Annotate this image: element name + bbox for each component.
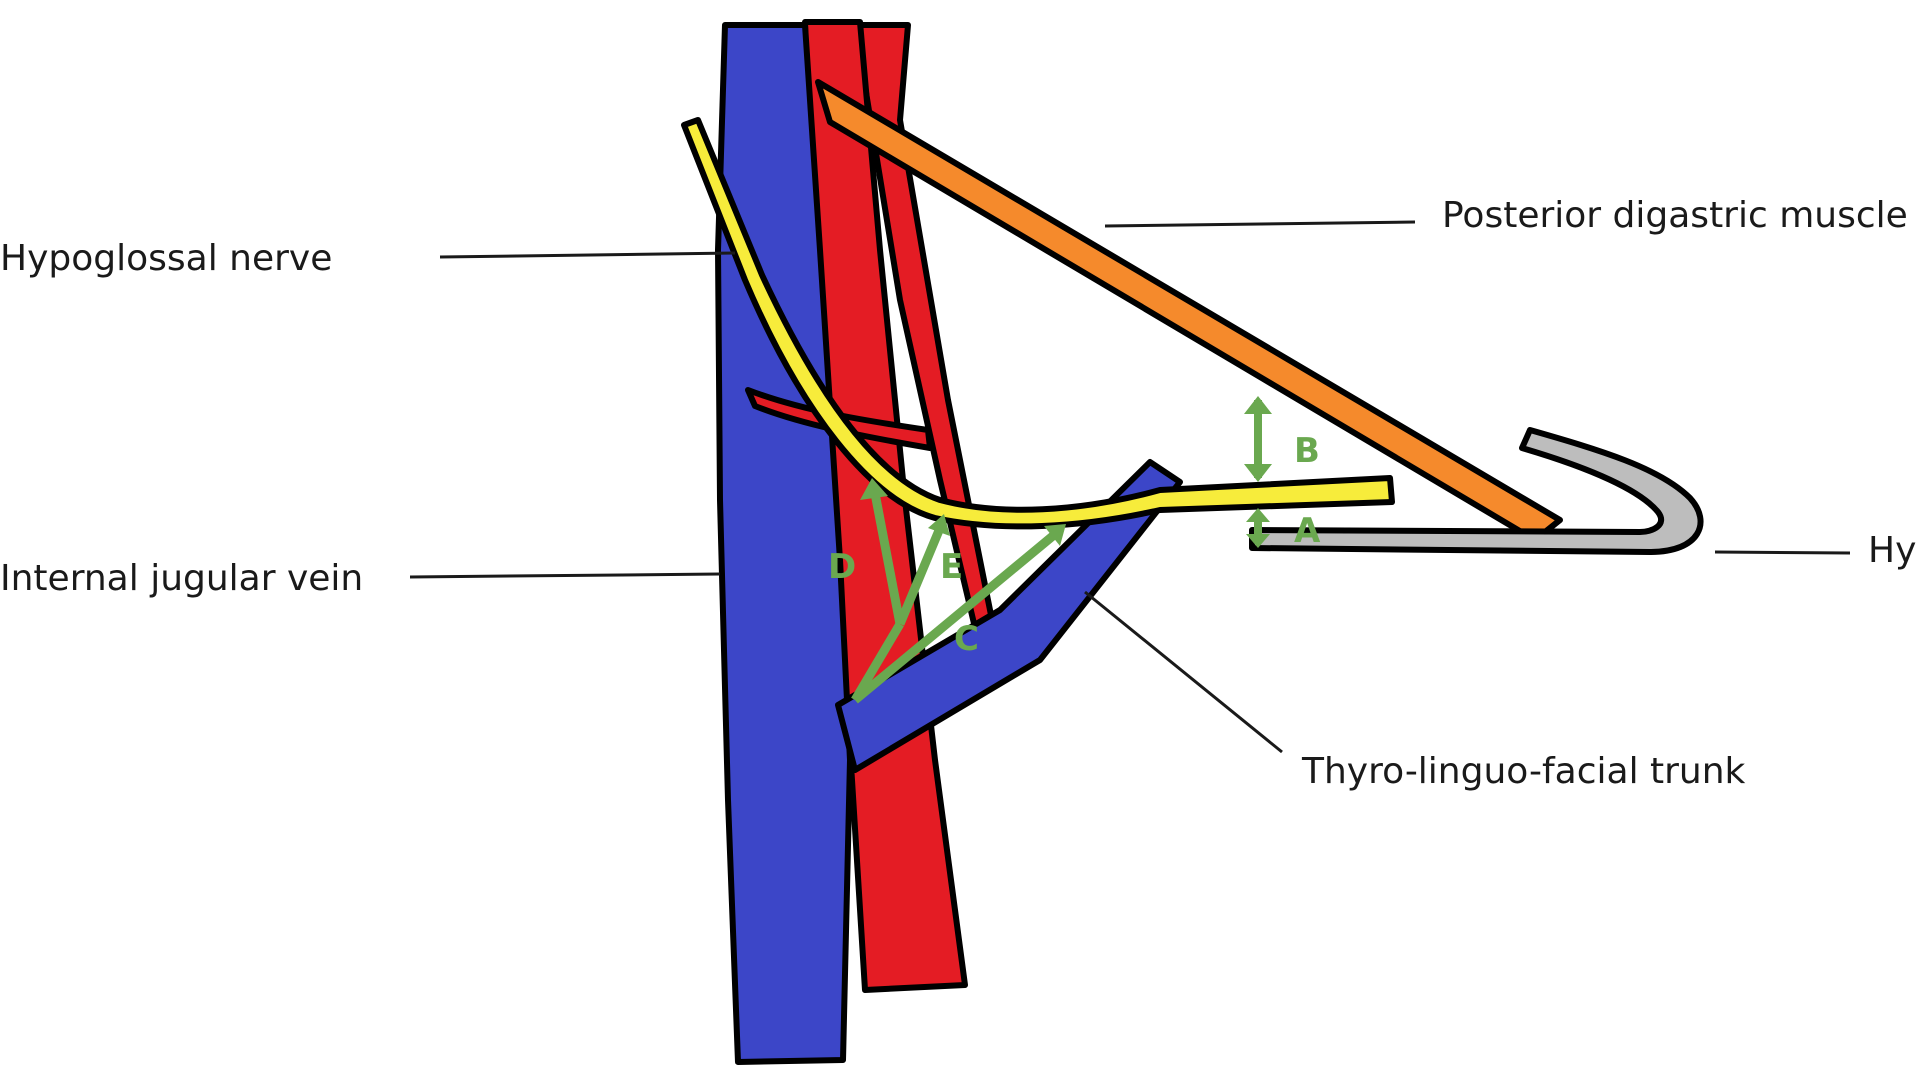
- hypoglossal-nerve: [681, 117, 1395, 530]
- measurements: B A D E C: [828, 396, 1321, 704]
- measure-a-arrow-top: [1246, 508, 1270, 522]
- measure-a-letter: A: [1294, 511, 1321, 551]
- label-internal-jugular-vein: Internal jugular vein: [0, 558, 363, 599]
- measure-e-letter: E: [940, 547, 963, 587]
- leader-hyoid: [1714, 550, 1851, 555]
- leader-thyro-linguo-facial-trunk: [1084, 590, 1283, 754]
- measure-d-letter: D: [828, 547, 856, 587]
- measure-b-arrow-bottom: [1244, 464, 1272, 482]
- leader-hypoglossal-nerve: [439, 251, 736, 259]
- measure-e-line: [895, 526, 945, 626]
- measure-d-line: [869, 487, 905, 625]
- leader-posterior-digastric-muscle: [1104, 220, 1416, 228]
- label-hypoglossal-nerve: Hypoglossal nerve: [0, 238, 332, 279]
- measurement-b: B: [1244, 396, 1320, 482]
- structures: [681, 19, 1704, 1065]
- measure-a-arrow-bottom: [1246, 534, 1270, 548]
- measure-c-letter: C: [954, 619, 979, 659]
- measure-c-arrow: [1044, 524, 1066, 546]
- measure-b-arrow-top: [1244, 396, 1272, 414]
- measure-e-arrow: [928, 514, 950, 536]
- hyoid-bone: [1249, 427, 1704, 555]
- leader-internal-jugular-vein: [409, 572, 721, 579]
- leader-lines: [409, 220, 1851, 754]
- measure-c-base: [851, 621, 904, 703]
- labels: Hypoglossal nerve Internal jugular vein …: [0, 195, 1916, 792]
- measure-b-letter: B: [1294, 431, 1320, 471]
- measurement-a: A: [1246, 508, 1321, 551]
- label-hyoid-partial: Hy: [1868, 530, 1916, 571]
- measure-c-line: [852, 526, 1063, 704]
- label-thyro-linguo-facial-trunk: Thyro-linguo-facial trunk: [1301, 751, 1746, 792]
- measurement-triangle: D E C: [828, 478, 1066, 704]
- label-posterior-digastric-muscle: Posterior digastric muscle: [1442, 195, 1908, 236]
- thyro-linguo-facial-trunk: [835, 459, 1183, 773]
- measure-d-arrow: [860, 478, 888, 500]
